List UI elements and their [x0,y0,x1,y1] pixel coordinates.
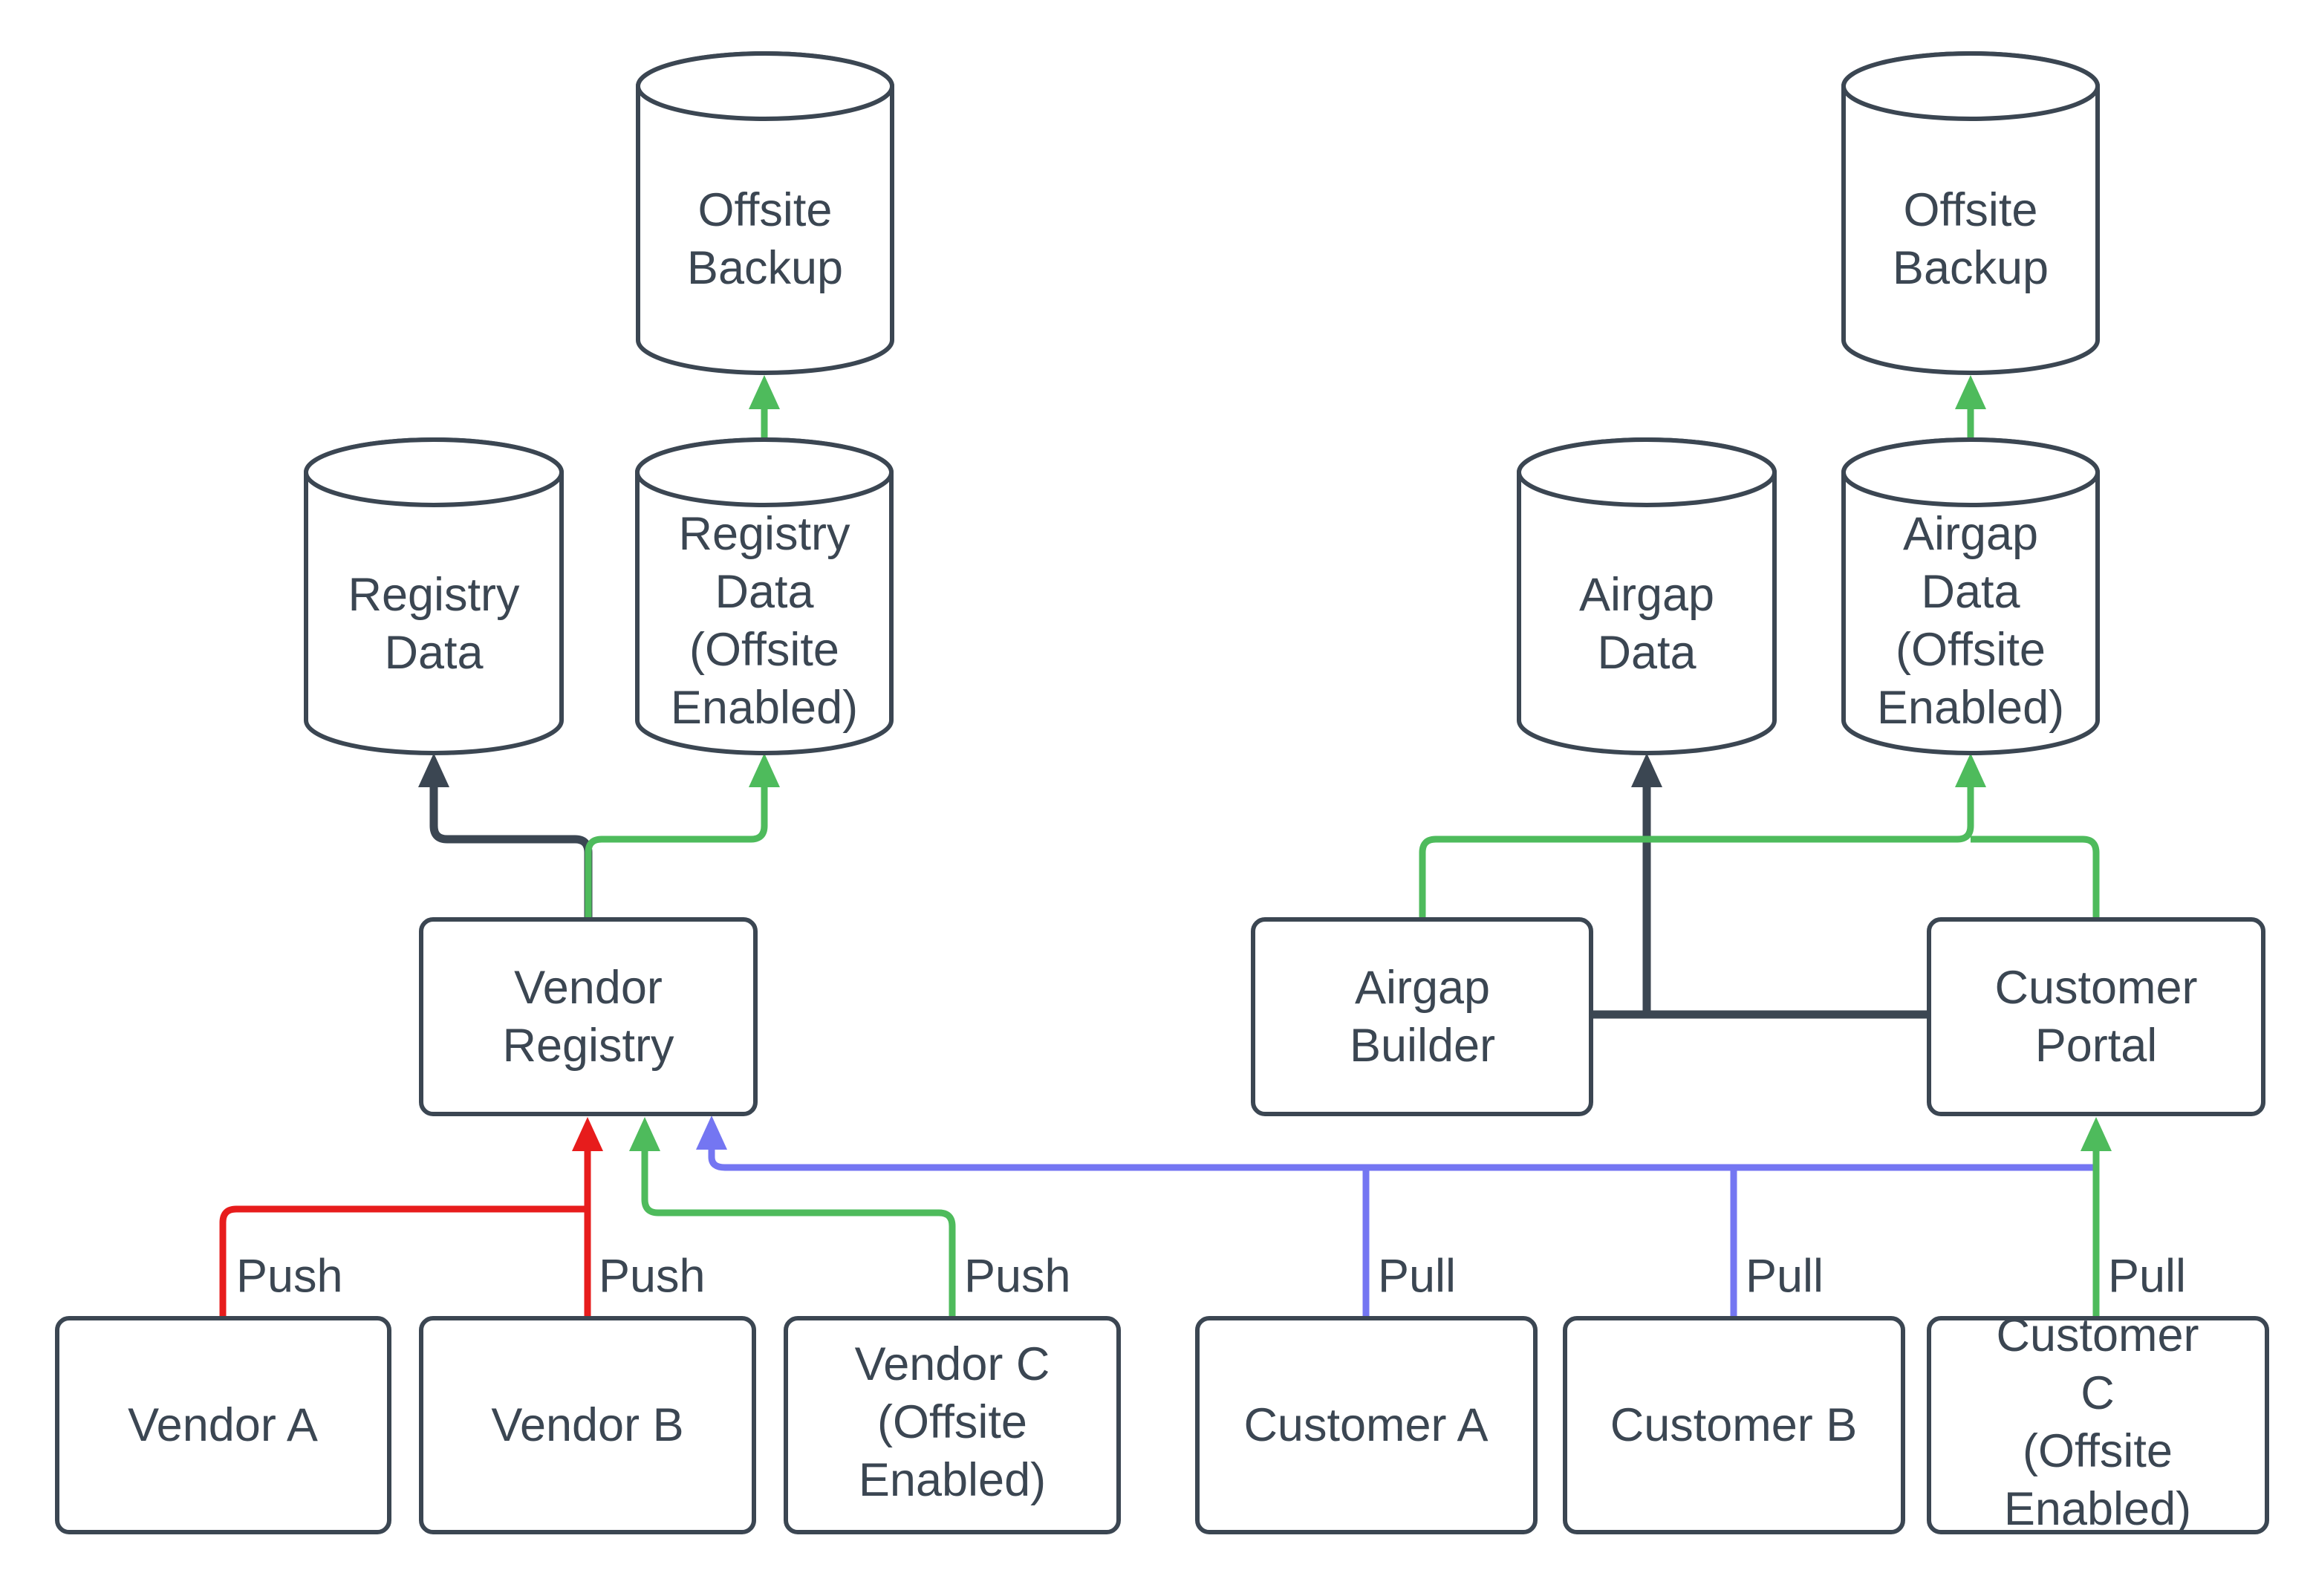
edge-label-push-b: Push [599,1250,706,1303]
box-vendor-b [419,1316,756,1534]
cylinder-airgap-data-offsite [1841,437,2100,755]
label-registry-data-offsite: Registry Data (Offsite Enabled) [670,508,859,734]
label-airgap-data: Airgap Data [1578,569,1715,679]
cylinder-registry-data [304,437,564,755]
box-customer-a [1195,1316,1538,1534]
edge-label-push-c: Push [964,1250,1071,1303]
edge-label-pull-b: Pull [1746,1250,1824,1303]
cylinder-registry-data-offsite [635,437,894,755]
label-registry-data: Registry Data [348,569,520,679]
box-vendor-registry [419,917,758,1116]
edge-vendor-a-push [219,1205,588,1318]
edge-airgap-builder-to-airgap-data-offsite [1419,753,1986,919]
label-customer-a: Customer A [1243,1399,1489,1451]
label-offsite-backup-right: Offsite Backup [1892,184,2049,294]
label-airgap-builder: Airgap Builder [1349,962,1496,1072]
box-vendor-c [784,1316,1121,1534]
box-vendor-a [55,1316,391,1534]
label-vendor-b: Vendor B [491,1399,684,1451]
box-customer-portal [1927,917,2265,1116]
edge-vendor-registry-to-registry-data-offsite [585,753,780,919]
box-airgap-builder [1251,917,1593,1116]
cylinder-offsite-backup-left [636,51,894,375]
box-customer-b [1563,1316,1905,1534]
edge-customer-portal-to-airgap-data-offsite [1971,836,2100,919]
box-customer-c [1927,1316,2269,1534]
label-customer-c: Customer C (Offsite Enabled) [1996,1309,2199,1535]
label-vendor-c: Vendor C (Offsite Enabled) [854,1338,1050,1506]
label-customer-portal: Customer Portal [1994,962,2198,1072]
cylinder-airgap-data [1517,437,1777,755]
label-vendor-a: Vendor A [128,1399,318,1451]
edge-pull-bus-to-vendor-registry [696,1115,2095,1171]
label-airgap-data-offsite: Airgap Data (Offsite Enabled) [1876,508,2065,734]
edge-label-pull-c: Pull [2108,1250,2187,1303]
edge-vendor-c-push [629,1117,956,1318]
cylinder-offsite-backup-right [1841,51,2100,375]
label-offsite-backup-left: Offsite Backup [686,184,844,294]
label-vendor-registry: Vendor Registry [502,962,674,1072]
edge-label-push-a: Push [236,1250,343,1303]
label-customer-b: Customer B [1610,1399,1858,1451]
edge-vendor-registry-to-registry-data [418,753,593,919]
edge-label-pull-a: Pull [1378,1250,1457,1303]
